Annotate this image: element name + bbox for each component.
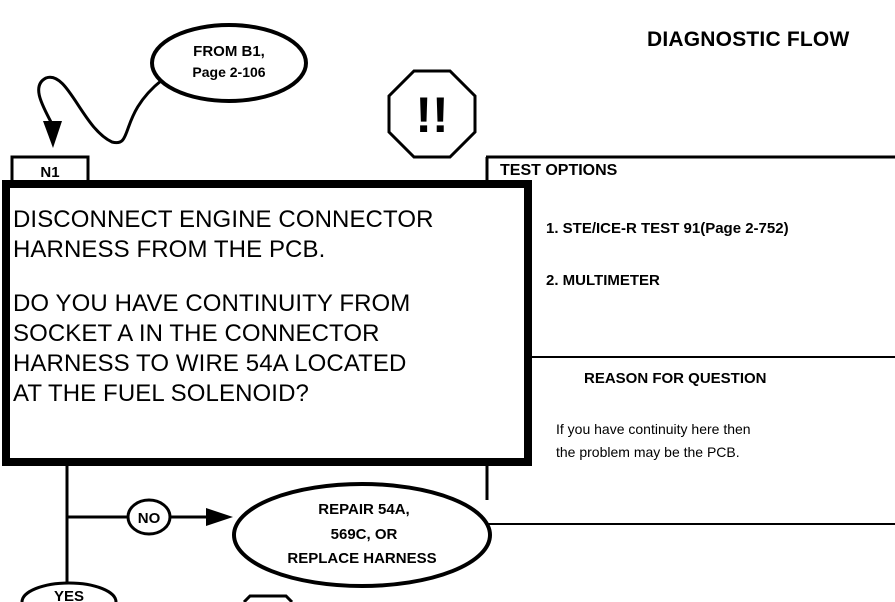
no-label-oval [126,498,172,536]
from-connector-oval [150,23,308,103]
test-option-item: 2. MULTIMETER [546,272,660,289]
repair-line1: REPAIR 54A, [318,501,409,518]
step-label: N1 [40,164,60,181]
repair-line3: REPLACE HARNESS [287,550,436,567]
repair-oval [232,482,492,588]
reason-text: If you have continuity here then the pro… [556,421,751,460]
page-title: DIAGNOSTIC FLOW [647,28,850,51]
reason-heading: REASON FOR QUESTION [584,370,767,387]
from-connector-line1: FROM B1, [193,43,265,60]
question-box: DISCONNECT ENGINE CONNECTOR HARNESS FROM… [10,188,526,460]
yes-label-oval [20,581,118,602]
no-branch-arrowhead-icon [206,508,233,526]
octagon-warning-icon [387,69,477,159]
yes-label-text: YES [54,588,84,602]
from-connector-line2: Page 2-106 [192,64,265,80]
next-shape-partial [242,594,294,602]
repair-line2: 569C, OR [331,526,398,543]
step-instruction: DISCONNECT ENGINE CONNECTOR HARNESS FROM… [13,206,434,263]
question-box-border [2,180,532,466]
test-option-item: 1. STE/ICE-R TEST 91(Page 2-752) [546,220,789,237]
entry-arrowhead-icon [43,121,62,148]
step-question: DO YOU HAVE CONTINUITY FROM SOCKET A IN … [13,290,411,407]
no-label-text: NO [138,510,161,527]
entry-arrow-line [37,75,163,145]
test-options-heading: TEST OPTIONS [500,162,618,179]
warning-exclamation-text: !! [415,87,448,143]
